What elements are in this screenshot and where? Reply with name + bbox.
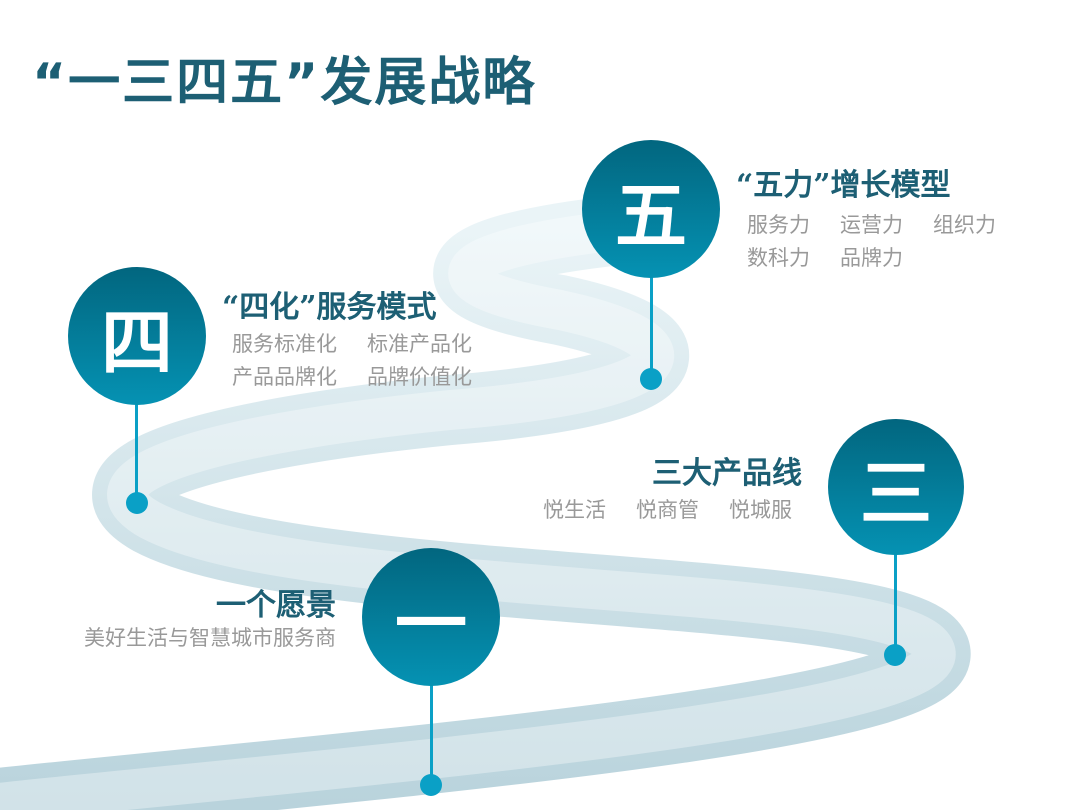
item: 产品品牌化 (232, 365, 337, 389)
step-heading: “五力”增长模型 (736, 168, 951, 203)
item: 数科力 (747, 246, 810, 270)
connector-line (430, 680, 433, 785)
item: 标准产品化 (367, 332, 472, 356)
milestone-dot (640, 368, 662, 390)
step-circle-five: 五 (582, 140, 720, 278)
item: 悦商管 (636, 498, 699, 522)
page-title: “一三四五”发展战略 (32, 53, 537, 113)
item: 服务标准化 (232, 332, 337, 356)
step-circle-four: 四 (68, 267, 206, 405)
connector-line (894, 550, 897, 655)
item: 服务力 (747, 213, 810, 237)
connector-line (650, 275, 653, 379)
step-heading: 一个愿景 (216, 588, 336, 623)
item: 美好生活与智慧城市服务商 (84, 626, 336, 650)
item: 品牌力 (840, 246, 903, 270)
step-items: 悦生活 悦商管 悦城服 (543, 494, 792, 527)
step-heading: 三大产品线 (652, 456, 802, 491)
milestone-dot (126, 492, 148, 514)
item: 运营力 (840, 213, 903, 237)
step-circle-one: 一 (362, 548, 500, 686)
milestone-dot (420, 774, 442, 796)
step-heading: “四化”服务模式 (222, 290, 437, 325)
step-circle-three: 三 (828, 419, 964, 555)
item: 悦城服 (729, 498, 792, 522)
step-items: 服务力 运营力 组织力数科力 品牌力 (747, 209, 996, 275)
milestone-dot (884, 644, 906, 666)
connector-line (135, 400, 138, 503)
step-items: 美好生活与智慧城市服务商 (84, 622, 336, 655)
item: 品牌价值化 (367, 365, 472, 389)
item: 组织力 (933, 213, 996, 237)
item: 悦生活 (543, 498, 606, 522)
step-items: 服务标准化 标准产品化产品品牌化 品牌价值化 (232, 328, 522, 394)
